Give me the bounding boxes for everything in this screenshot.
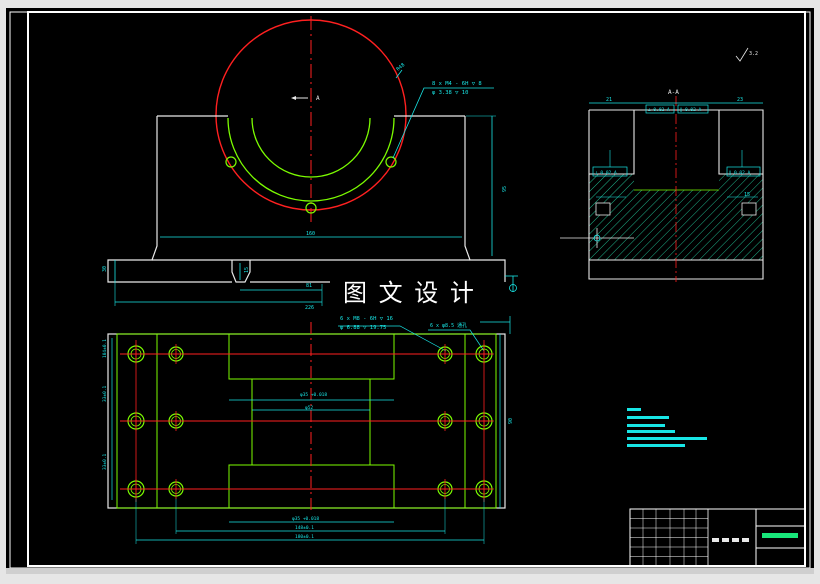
dim-left-bot-label: 33±0.1 [102,453,108,470]
dim-left-top-label: 104±0.1 [102,339,108,358]
section-outline [588,109,764,280]
dim-inner-width-label: φ52 [305,405,313,411]
title-block-mark [742,538,749,542]
technical-notes [627,408,707,447]
dim-right-label: 90 [508,418,514,424]
bolt-note-line2: φ 3.38 ▽ 10 [432,90,468,96]
dim-bottom-mid-label: 148±0.1 [295,525,314,531]
dim-bottom-inner-label: φ35 +0.018 [292,516,319,522]
dim-inner-upper-label: φ35 +0.018 [300,392,327,398]
dim-slot-label: 81 [306,283,312,289]
dim-left-mid-label: 33±0.1 [102,385,108,402]
hole-left [225,156,237,168]
plan-view-labels: 6 x M8 - 6H ▽ 16 φ 6.88 ▽ 19.75 6 x φ8.5… [102,316,514,540]
side-box-right-label: ∥ 0.02 A [729,170,751,176]
dim-total-label: 226 [305,305,314,311]
plan-holes [126,344,494,499]
dim-step-mid-label: 15 [244,267,250,273]
front-view-labels: A R48 8 x M4 - 6H ▽ 8 φ 3.38 ▽ 10 160 95… [102,62,508,311]
dim-right-label: 23 [737,97,743,103]
dim-height-label: 95 [502,186,508,192]
bolt-note-line1: 8 x M4 - 6H ▽ 8 [432,81,482,87]
dim-bottom-total-label: 180±0.1 [295,534,314,540]
hole-bottom [305,202,317,214]
section-view-labels: A-A 3.2 21 23 ⊥ 0.02 A ∥ 0.02 A ⊥ 0.02 A… [595,51,758,198]
dim-step-left-label: 30 [102,266,108,272]
inner-frame [27,11,806,567]
thread-note-line1: 6 x M8 - 6H ▽ 16 [340,316,393,322]
thread-note-line2: φ 6.88 ▽ 19.75 [340,325,386,331]
roughness-note: 3.2 [749,51,758,57]
dim-left-label: 21 [606,97,612,103]
section-view-aa [560,47,764,282]
dim-side-right-label: 15 [744,192,750,198]
outer-bore-arc [227,117,395,202]
hole-right [385,156,397,168]
side-box-left-label: ⊥ 0.02 A [595,170,617,176]
front-view [107,16,518,306]
section-title: A-A [668,89,679,96]
title-block-mark [712,538,719,542]
title-block-mark [722,538,729,542]
watermark-text: 图 文 设 计 [343,279,476,307]
radius-label: R48 [395,62,406,72]
tol-box-1-label: ⊥ 0.02 A [648,107,670,113]
tol-box-2-label: ∥ 0.02 A [680,107,702,113]
inner-bore-arc [251,117,371,178]
dim-width-label: 160 [306,231,315,237]
cbore-note: 6 x φ8.5 通孔 [430,322,467,329]
title-block-mark [732,538,739,542]
view-arrow-label: A [316,95,320,102]
title-block [629,508,806,567]
